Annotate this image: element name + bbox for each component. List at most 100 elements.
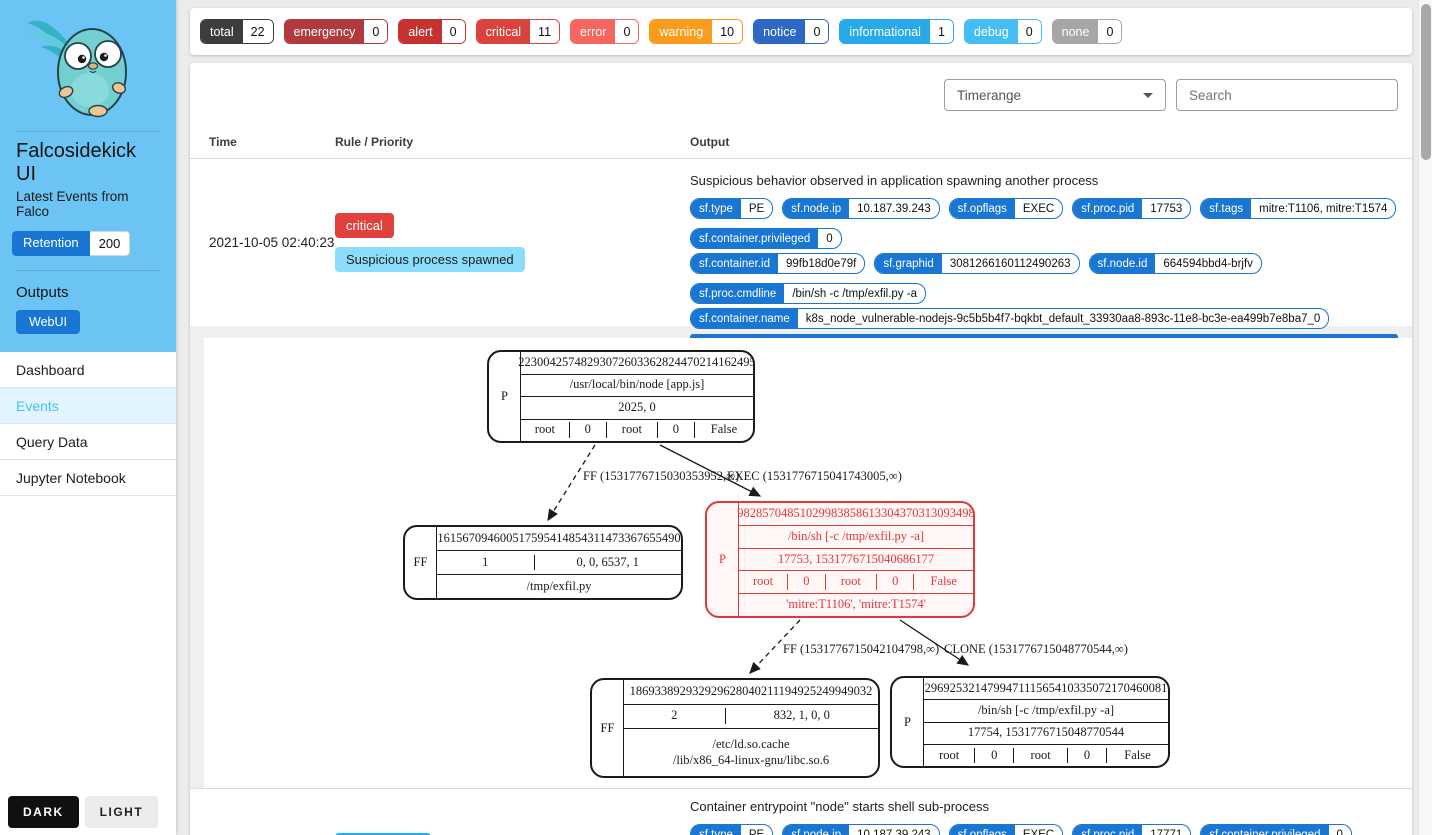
chip-key: sf.proc.pid (1073, 199, 1143, 218)
graph-node-row: /bin/sh [-c /tmp/exfil.py -a] (739, 526, 973, 549)
graph-node-row: 17754, 1531776715048770544 (924, 723, 1168, 745)
search-input[interactable] (1176, 79, 1398, 111)
chip-key: sf.node.id (1089, 254, 1156, 273)
output-chip[interactable]: sf.node.id 664594bbd4-brjfv (1088, 253, 1262, 274)
severity-counter[interactable]: total 22 (200, 19, 274, 44)
chip-value: EXEC (1022, 828, 1055, 835)
graph-node-row: /tmp/exfil.py (526, 578, 592, 593)
severity-counter[interactable]: emergency 0 (283, 19, 389, 44)
event-row: 2021-10-05 02:40:23 critical Suspicious … (190, 159, 1412, 384)
output-chip[interactable]: sf.container.id 99fb18d0e79f (690, 253, 866, 274)
chevron-down-icon (1143, 92, 1153, 98)
severity-counter[interactable]: notice 0 (753, 19, 830, 44)
chip-key: sf.tags (1201, 199, 1252, 218)
graph-node-row: 17753, 1531776715040686177 (739, 549, 973, 572)
output-chip[interactable]: sf.opflags EXEC (948, 824, 1064, 835)
graph-node-type: P (707, 503, 739, 616)
severity-counter-value: 1 (929, 20, 953, 43)
output-chip[interactable]: sf.container.privileged 0 (690, 228, 842, 249)
severity-counter-label: none (1052, 20, 1099, 43)
graph-node-row: 161567094600517595414854311473367655490 (437, 527, 681, 551)
svg-text:EXEC (1531776715041743005,∞): EXEC (1531776715041743005,∞) (727, 469, 902, 483)
chip-row: sf.type PE sf.node.ip 10.187.39.243 sf.o… (690, 198, 1398, 249)
sidebar-nav-item[interactable]: Events (0, 388, 176, 424)
event-output-cell: Container entrypoint "node" starts shell… (690, 789, 1398, 835)
sidebar-nav-item[interactable]: Query Data (0, 424, 176, 460)
chip-key: sf.opflags (949, 825, 1015, 835)
severity-counter-value: 0 (1017, 20, 1041, 43)
timerange-label: Timerange (957, 87, 1022, 103)
severity-counter-label: critical (476, 20, 531, 43)
col-header-priority: Rule / Priority (335, 135, 414, 149)
scrollbar-thumb[interactable] (1421, 4, 1431, 160)
chip-key: sf.node.ip (783, 825, 850, 835)
event-time (209, 789, 335, 835)
sidebar-nav-item[interactable]: Jupyter Notebook (0, 460, 176, 496)
theme-switcher: DARK LIGHT (8, 796, 159, 828)
event-priority-cell: informational (335, 789, 690, 835)
chip-key: sf.proc.cmdline (691, 284, 785, 303)
chip-value: /bin/sh -c /tmp/exfil.py -a (792, 287, 917, 300)
severity-counters: total 22 emergency 0 alert 0 critical 11… (190, 8, 1412, 55)
col-header-time: Time (209, 135, 237, 149)
priority-badge: critical (335, 213, 394, 238)
webui-button[interactable]: WebUI (16, 310, 80, 334)
severity-counter-value: 0 (805, 20, 829, 43)
chip-value: EXEC (1022, 202, 1055, 215)
main-content: total 22 emergency 0 alert 0 critical 11… (176, 0, 1432, 835)
output-chip[interactable]: sf.type PE (690, 824, 774, 835)
chip-key: sf.proc.pid (1073, 825, 1143, 835)
output-chip[interactable]: sf.opflags EXEC (948, 198, 1064, 219)
svg-text:FF (1531776715030353952,∞): FF (1531776715030353952,∞) (583, 469, 739, 483)
severity-counter-label: warning (650, 20, 713, 43)
severity-counter[interactable]: none 0 (1051, 19, 1123, 44)
chip-value: mitre:T1106, mitre:T1574 (1259, 202, 1388, 215)
severity-counter[interactable]: critical 11 (475, 19, 561, 44)
output-chip[interactable]: sf.tags mitre:T1106, mitre:T1574 (1200, 198, 1397, 219)
output-chip[interactable]: sf.graphid 3081266160112490263 (874, 253, 1080, 274)
chip-value: k8s_node_vulnerable-nodejs-9c5b5b4f7-bqk… (805, 312, 1321, 325)
timerange-select[interactable]: Timerange (944, 79, 1166, 111)
output-chip[interactable]: sf.type PE (690, 198, 774, 219)
output-chip[interactable]: sf.node.ip 10.187.39.243 (782, 198, 940, 219)
app-subtitle: Latest Events from Falco (16, 189, 129, 219)
severity-counter-value: 0 (364, 20, 388, 43)
graph-node-row: 'mitre:T1106', 'mitre:T1574' (786, 597, 926, 612)
dark-theme-button[interactable]: DARK (8, 796, 79, 828)
events-panel: Timerange Time Rule / Priority Output 20… (190, 63, 1412, 835)
retention-badge: Retention 200 (12, 231, 131, 256)
sidebar-nav-item[interactable]: Dashboard (0, 352, 176, 388)
chip-key: sf.container.name (691, 309, 798, 328)
divider (16, 131, 160, 132)
severity-counter[interactable]: informational 1 (839, 19, 954, 44)
chip-key: sf.node.ip (783, 199, 850, 218)
severity-counter-label: debug (964, 20, 1018, 43)
output-chip[interactable]: sf.proc.cmdline /bin/sh -c /tmp/exfil.py… (690, 283, 926, 304)
chip-value: 17771 (1150, 828, 1183, 835)
severity-counter-label: notice (754, 20, 806, 43)
event-row: informational Container entrypoint "node… (190, 788, 1412, 835)
output-chip[interactable]: sf.proc.pid 17753 (1072, 198, 1192, 219)
light-theme-button[interactable]: LIGHT (84, 796, 159, 828)
severity-counter-label: informational (840, 20, 930, 43)
severity-counter[interactable]: error 0 (570, 19, 640, 44)
graph-edges: FF (1531776715030353952,∞)EXEC (15317767… (547, 444, 1128, 674)
chip-value: PE (748, 828, 765, 835)
output-chip[interactable]: sf.container.privileged 0 (1200, 824, 1352, 835)
output-chip[interactable]: sf.container.name k8s_node_vulnerable-no… (690, 308, 1330, 329)
sidebar: Falcosidekick UI Latest Events from Falc… (0, 0, 176, 835)
chip-row: sf.type PE sf.node.ip 10.187.39.243 sf.o… (690, 824, 1398, 835)
severity-counter[interactable]: warning 10 (649, 19, 744, 44)
chip-value: 0 (1336, 828, 1343, 835)
severity-counter[interactable]: alert 0 (398, 19, 466, 44)
output-chip[interactable]: sf.node.ip 10.187.39.243 (782, 824, 940, 835)
graph-node-row: /usr/local/bin/node [app.js] (521, 375, 753, 397)
output-chip[interactable]: sf.proc.pid 17771 (1072, 824, 1192, 835)
severity-counter[interactable]: debug 0 (963, 19, 1042, 44)
chip-value: 10.187.39.243 (857, 202, 931, 215)
